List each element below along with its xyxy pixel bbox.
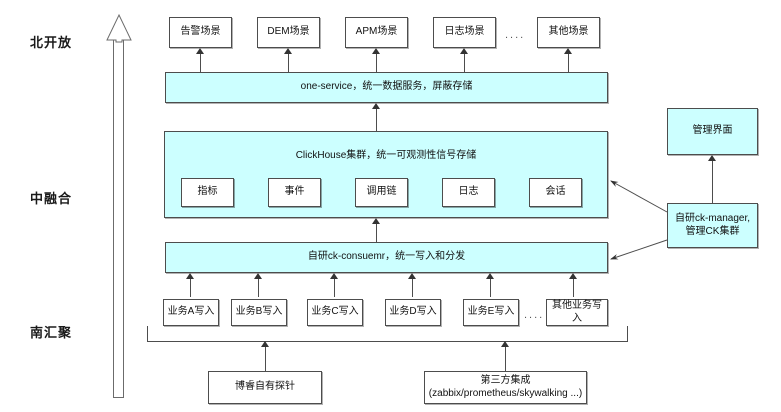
management-console-box[interactable]: 管理界面 — [667, 108, 758, 155]
connector-line — [505, 347, 506, 371]
collection-bus-right-stub — [627, 326, 628, 341]
connector-line — [490, 279, 491, 297]
connector-arrow-icon — [372, 48, 380, 54]
collection-bus-left-stub — [147, 326, 148, 341]
writer-box-a[interactable]: 业务A写入 — [163, 299, 219, 326]
signal-box-logs[interactable]: 日志 — [442, 178, 495, 207]
ck-manager-box[interactable]: 自研ck-manager, 管理CK集群 — [667, 203, 758, 248]
connector-arrow-icon — [186, 273, 194, 279]
connector-line — [573, 279, 574, 297]
tier-direction-arrow-shaft — [113, 38, 124, 398]
tier-label-south-collect: 南汇聚 — [30, 325, 73, 340]
scenario-box-other[interactable]: 其他场景 — [537, 17, 600, 48]
signal-box-events[interactable]: 事件 — [268, 178, 321, 207]
connector-arrow-icon — [501, 341, 509, 347]
writer-ellipsis: .... — [524, 309, 545, 321]
connector-line — [712, 161, 713, 203]
connector-line — [376, 109, 377, 131]
tier-label-north-open: 北开放 — [30, 35, 73, 50]
scenario-box-log[interactable]: 日志场景 — [433, 17, 496, 48]
connector-arrow-icon — [372, 218, 380, 224]
writer-box-other[interactable]: 其他业务写入 — [546, 299, 608, 326]
writer-box-c[interactable]: 业务C写入 — [307, 299, 363, 326]
connector-line — [334, 279, 335, 297]
scenario-ellipsis: .... — [505, 29, 526, 41]
connector-arrow-icon — [708, 155, 716, 161]
connector-arrow-icon — [284, 48, 292, 54]
connector-arrow-icon — [564, 48, 572, 54]
connector-arrow-icon — [372, 103, 380, 109]
signal-box-metrics[interactable]: 指标 — [181, 178, 234, 207]
connector-arrow-icon — [254, 273, 262, 279]
one-service-band[interactable]: one-service，统一数据服务，屏蔽存储 — [165, 72, 608, 103]
source-box-third-party-line1: 第三方集成 — [480, 375, 531, 386]
tier-label-middle-fusion: 中融合 — [30, 191, 73, 206]
connector-arrow-icon — [486, 273, 494, 279]
connector-line — [265, 347, 266, 371]
connector-line — [376, 224, 377, 242]
writer-box-b[interactable]: 业务B写入 — [231, 299, 287, 326]
signal-box-sessions[interactable]: 会话 — [529, 178, 582, 207]
connector-line — [288, 54, 289, 72]
connector-line — [464, 54, 465, 72]
connector-line — [568, 54, 569, 72]
connector-line — [258, 279, 259, 297]
collection-bus-line — [147, 341, 628, 342]
connector-line — [376, 54, 377, 72]
connector-line — [200, 54, 201, 72]
source-box-bonree-probe[interactable]: 博睿自有探针 — [208, 371, 322, 404]
connector-arrow-icon — [261, 341, 269, 347]
connector-line — [412, 279, 413, 297]
connector-arrow-icon — [330, 273, 338, 279]
connector-arrow-icon — [569, 273, 577, 279]
connector-arrow-icon — [460, 48, 468, 54]
writer-box-d[interactable]: 业务D写入 — [385, 299, 441, 326]
source-box-third-party[interactable]: 第三方集成 (zabbix/prometheus/skywalking ...) — [424, 371, 587, 404]
scenario-box-apm[interactable]: APM场景 — [345, 17, 408, 48]
scenario-box-dem[interactable]: DEM场景 — [257, 17, 320, 48]
connector-line — [190, 279, 191, 297]
tier-direction-arrow-icon — [106, 13, 132, 43]
source-box-bonree-probe-line1: 博睿自有探针 — [235, 381, 295, 393]
ck-consumer-band[interactable]: 自研ck-consuemr，统一写入和分发 — [165, 242, 608, 273]
ck-manager-line1: 自研ck-manager, — [674, 213, 751, 224]
signal-box-traces[interactable]: 调用链 — [355, 178, 408, 207]
source-box-third-party-line2: (zabbix/prometheus/skywalking ...) — [428, 387, 583, 399]
writer-box-e[interactable]: 业务E写入 — [463, 299, 519, 326]
connector-arrow-icon — [196, 48, 204, 54]
connector-arrow-icon — [408, 273, 416, 279]
ck-manager-line2: 管理CK集群 — [685, 225, 740, 237]
scenario-box-alert[interactable]: 告警场景 — [169, 17, 232, 48]
